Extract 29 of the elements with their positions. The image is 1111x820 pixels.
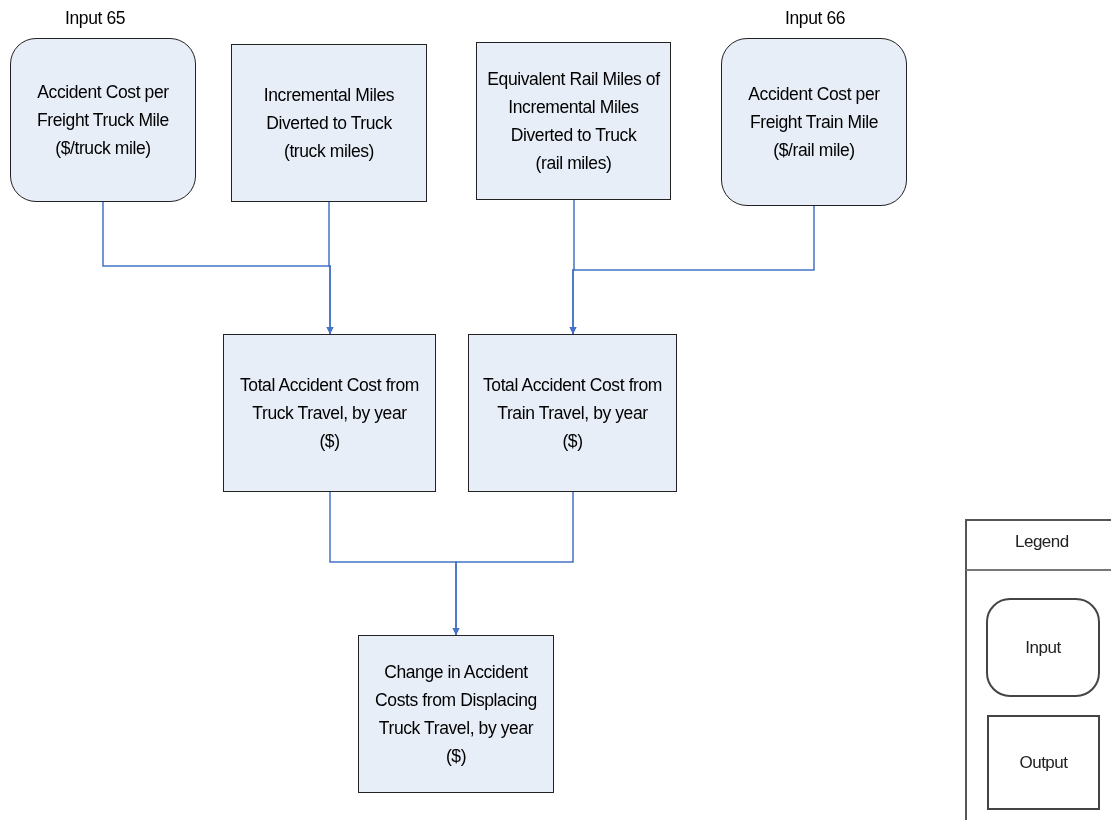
legend-input-sample: Input [986, 598, 1100, 697]
connector-arrow [452, 491, 574, 636]
process-box [231, 44, 427, 202]
input-number-label: Input 65 [65, 8, 126, 29]
process-box [476, 42, 671, 200]
connector-arrow [326, 201, 334, 335]
unit-label: ($) [319, 430, 340, 453]
input-box [721, 38, 907, 206]
process-box [358, 635, 554, 793]
process-box [468, 334, 677, 492]
node-label: Total Accident Cost from Truck Travel, by year [238, 374, 421, 425]
unit-label: ($) [445, 745, 467, 768]
unit-label: (truck miles) [283, 140, 375, 163]
node-label: Total Accident Cost from Train Travel, by year [481, 374, 664, 425]
unit-label: ($/truck mile) [55, 137, 151, 160]
unit-label: ($/rail mile) [773, 139, 855, 162]
node-label: Accident Cost per Freight Train Mile [747, 83, 881, 134]
process-box [223, 334, 436, 492]
legend-output-sample: Output [987, 715, 1100, 810]
node-label: Equivalent Rail Miles of Incremental Miles Diverted to Truck [486, 68, 661, 147]
legend-title: Legend [1015, 532, 1069, 552]
node-label: Accident Cost per Freight Truck Mile [36, 81, 170, 132]
unit-label: ($) [562, 430, 583, 453]
unit-label: (rail miles) [535, 152, 612, 175]
input-number-label: Input 66 [785, 8, 846, 29]
connector-arrow [569, 205, 815, 335]
input-box [10, 38, 196, 202]
node-label: Change in Accident Costs from Displacing Truck Travel, by year [374, 661, 538, 740]
node-label: Incremental Miles Diverted to Truck [262, 84, 396, 135]
